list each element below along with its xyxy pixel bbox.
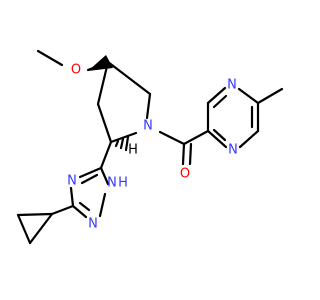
bond-pz-n4-c5: [237, 87, 260, 105]
hatch-c2-1: [114, 139, 120, 148]
bond-tz-n4-c3: [69, 186, 75, 208]
bond-pz-c6-n1: [238, 129, 260, 149]
bond-tz-c3-n2-inner: [78, 201, 91, 212]
bond-n1-carbonyl-c: [158, 130, 186, 146]
bond-cp-1-2: [16, 212, 54, 217]
bond-tz-c5-n4-inner: [80, 173, 99, 185]
bond-carbonyl-c-o-2: [188, 142, 193, 166]
atom-carbonyl-o: O: [180, 167, 190, 182]
bond-pz-n1-c2-inner: [212, 128, 227, 142]
atom-pyrrolidine-n: N: [143, 119, 153, 134]
bond-tz-c3-n2: [71, 204, 88, 219]
atom-pyrazine-n-bottom: N: [228, 143, 238, 158]
bond-c2-triazole-c: [99, 140, 113, 170]
bond-tz-c3-cyclopropyl: [50, 204, 75, 216]
bond-c2-n1: [109, 131, 138, 144]
bond-tz-c5-n4: [78, 166, 103, 179]
bond-pz-n1-c2: [206, 129, 228, 149]
atom-pyrazine-n-top: N: [227, 78, 237, 93]
bond-pz-c3-n4-inner: [212, 94, 228, 109]
atom-triazole-n-bottom: N: [88, 217, 98, 232]
atom-triazole-nh: N: [107, 176, 117, 191]
bond-tz-n1-c5: [99, 166, 110, 186]
bond-c5-n1: [145, 92, 152, 120]
bond-c4-c5: [106, 60, 152, 96]
hatch-c2-2: [119, 137, 125, 150]
bond-cp-3-1: [28, 212, 54, 245]
atom-triazole-h: H: [118, 176, 128, 191]
bond-c4-c3: [96, 60, 110, 106]
bond-carbonyl-c-o-1: [181, 142, 186, 166]
bond-cp-2-3: [16, 213, 32, 245]
bond-methyl-methoxy-o: [36, 49, 64, 67]
atom-methoxy-o: O: [71, 63, 81, 78]
atom-triazole-n-left: N: [67, 174, 77, 189]
atom-stereo-h: H: [128, 143, 138, 158]
bond-carbonyl-c-pyrazine: [182, 129, 210, 146]
bond-pz-c3-n4: [206, 86, 227, 105]
molecule-structure: O N O N N N N H N H: [16, 49, 284, 245]
hatch-c2-3: [124, 135, 130, 152]
bond-c3-c2: [96, 102, 113, 144]
bond-pz-methyl: [256, 87, 284, 105]
bond-tz-n2-n1: [98, 192, 107, 218]
